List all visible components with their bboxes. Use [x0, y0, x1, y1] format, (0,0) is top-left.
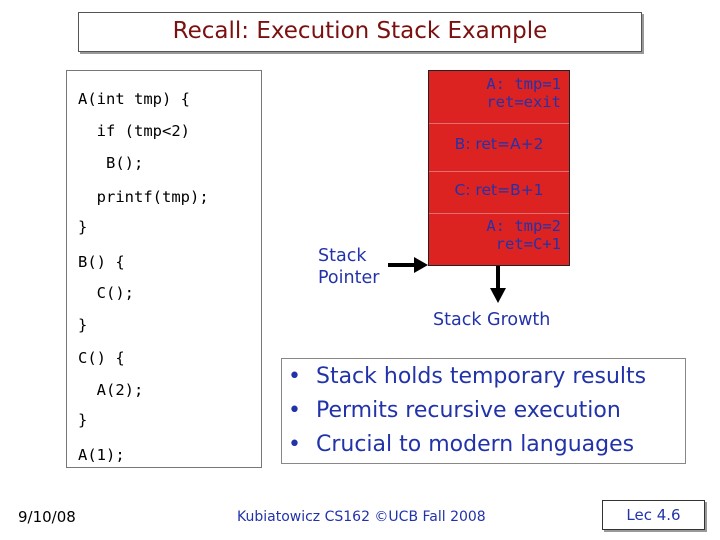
bullet-marker: • [288, 398, 301, 423]
code-line: printf(tmp); [78, 188, 209, 206]
code-line: } [78, 218, 88, 236]
footer-date: 9/10/08 [18, 508, 76, 526]
code-panel [66, 70, 262, 468]
stack-frame-b: B: ret=A+2 [454, 135, 544, 153]
execution-stack: A: tmp=1 ret=exit B: ret=A+2 C: ret=B+1 … [428, 70, 570, 266]
bullet-text: Stack holds temporary results [315, 364, 647, 389]
stack-pointer-label: Stack Pointer [318, 245, 379, 289]
code-line: B(); [78, 154, 144, 172]
frame-divider [429, 171, 569, 172]
frame-line: A: tmp=1 [486, 75, 561, 93]
bullet-marker: • [288, 432, 301, 457]
code-line: } [78, 411, 88, 429]
frame-line: ret=C+1 [467, 235, 561, 253]
frame-line: ret=exit [458, 93, 561, 111]
stack-frame-a2: A: tmp=2 ret=C+1 [433, 217, 573, 253]
bullet-item: • Permits recursive execution [288, 398, 621, 423]
stack-pointer-line1: Stack [318, 246, 367, 266]
code-line: C() { [78, 349, 125, 367]
lecture-badge [602, 500, 705, 530]
bullets-panel [281, 358, 686, 464]
frame-divider [429, 213, 569, 214]
bullet-marker: • [288, 364, 301, 389]
footer-lecture: Lec 4.6 [626, 506, 681, 524]
stack-growth-arrow [490, 266, 506, 303]
code-line: B() { [78, 253, 125, 271]
code-line: A(1); [78, 446, 125, 464]
stack-frame-a1: A: tmp=1 ret=exit [433, 75, 573, 111]
bullet-item: • Stack holds temporary results [288, 364, 646, 389]
code-line: A(2); [78, 381, 144, 399]
bullet-text: Permits recursive execution [315, 398, 621, 423]
footer-course: Kubiatowicz CS162 ©UCB Fall 2008 [237, 509, 486, 525]
stack-frame-c: C: ret=B+1 [454, 181, 544, 199]
stack-pointer-line2: Pointer [318, 268, 380, 288]
code-line: A(int tmp) { [78, 90, 190, 108]
code-line: if (tmp<2) [78, 122, 190, 140]
frame-line: A: tmp=2 [486, 217, 561, 235]
slide-title: Recall: Execution Stack Example [172, 18, 548, 44]
stack-pointer-arrow [388, 257, 428, 273]
code-line: } [78, 316, 88, 334]
title-frame [78, 12, 642, 52]
bullet-text: Crucial to modern languages [315, 432, 635, 457]
frame-divider [429, 123, 569, 124]
stack-growth-label: Stack Growth [433, 310, 551, 330]
bullet-item: • Crucial to modern languages [288, 432, 634, 457]
code-line: C(); [78, 284, 134, 302]
